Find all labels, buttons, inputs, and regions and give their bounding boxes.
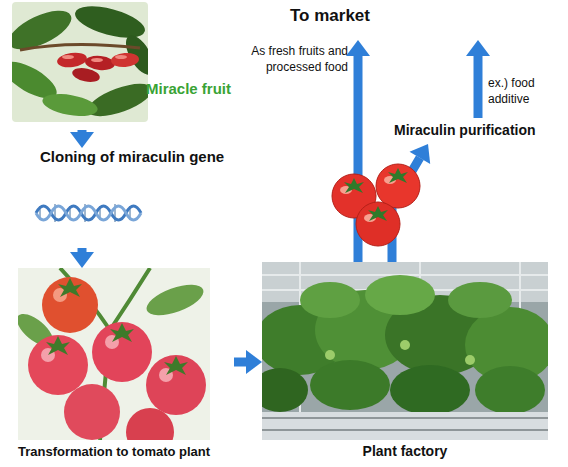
miracle-fruit-photo-part bbox=[41, 90, 100, 119]
flow-arrow bbox=[70, 248, 94, 268]
plant-factory-photo-part bbox=[365, 275, 435, 315]
tomato-fruits-part bbox=[376, 164, 420, 208]
plant-factory-photo-part bbox=[325, 350, 335, 360]
dna-helix-part bbox=[36, 206, 141, 220]
arrow-head bbox=[70, 252, 94, 268]
miracle-fruit-photo bbox=[12, 2, 148, 122]
plant-factory-photo-part bbox=[262, 412, 548, 440]
node-caption: Miracle fruit bbox=[146, 80, 231, 98]
arrow-shaft bbox=[474, 56, 483, 118]
arrow-head bbox=[70, 132, 94, 148]
plant-factory-photo-part bbox=[390, 365, 470, 415]
tomato-plant-photo-part bbox=[146, 355, 206, 415]
tomato-fruits-part bbox=[388, 168, 408, 183]
miracle-fruit-photo-part bbox=[71, 66, 101, 85]
node-caption: Plant factory bbox=[363, 443, 448, 460]
arrow-head bbox=[246, 350, 262, 374]
flow-arrow bbox=[234, 350, 262, 374]
plant-factory-photo-part bbox=[448, 282, 512, 318]
plant-factory-photo bbox=[262, 262, 548, 440]
dna-helix-part bbox=[36, 206, 141, 220]
arrow-head bbox=[410, 144, 431, 164]
arrow-head bbox=[466, 40, 490, 56]
miracle-fruit-photo-part bbox=[56, 51, 88, 69]
plant-factory-node: Plant factory bbox=[262, 262, 548, 462]
miracle-fruit-photo-part bbox=[20, 44, 140, 50]
tomato-plant-photo-part bbox=[143, 278, 208, 321]
market-node: To market bbox=[288, 4, 500, 40]
miracle-fruit-photo-part bbox=[111, 52, 140, 68]
tomato-fruits-part bbox=[356, 202, 400, 246]
tomato-plant-photo-part bbox=[28, 335, 88, 395]
plant-factory-photo-part bbox=[400, 340, 410, 350]
plant-factory-photo-part bbox=[310, 360, 390, 410]
flow-arrow bbox=[466, 40, 490, 118]
arrow-shaft bbox=[234, 358, 246, 367]
edge-label: ex.) food additive bbox=[488, 76, 564, 107]
plant-factory-photo-part bbox=[465, 355, 475, 365]
tomato-fruits-part bbox=[344, 178, 364, 193]
arrow-shaft bbox=[78, 130, 87, 132]
node-caption: To market bbox=[290, 6, 370, 26]
tomato-plant-photo-part bbox=[126, 408, 174, 440]
miracle-fruit-photo-part bbox=[115, 55, 127, 59]
arrow-shaft bbox=[78, 248, 87, 252]
edge-label: As fresh fruits and processed food bbox=[236, 44, 348, 75]
tomato-plant-photo-part bbox=[92, 322, 152, 382]
miracle-fruit-photo-part bbox=[84, 77, 148, 122]
tomato-plant-photo-part bbox=[64, 384, 120, 440]
node-caption: Transformation to tomato plant bbox=[18, 444, 210, 460]
purification-node: Miraculin purification bbox=[392, 118, 542, 144]
flow-arrow bbox=[70, 130, 94, 148]
tomato-plant-photo-part bbox=[42, 277, 98, 333]
dna-helix bbox=[36, 204, 141, 222]
miracle-fruit-photo-part bbox=[91, 58, 103, 62]
tomato-plant-photo-part bbox=[18, 268, 210, 440]
plant-factory-photo-part bbox=[262, 368, 308, 412]
miracle-fruit-photo-part bbox=[62, 55, 74, 59]
cloning-node: Cloning of miraculin gene bbox=[36, 148, 236, 248]
tomato-fruits-part bbox=[368, 206, 388, 221]
node-caption: Cloning of miraculin gene bbox=[40, 148, 224, 166]
tomato-plant-photo-part bbox=[46, 336, 70, 355]
miracle-fruit-node: Miracle fruit bbox=[12, 2, 252, 130]
miracle-fruit-photo-part bbox=[84, 54, 115, 71]
plant-factory-photo-part bbox=[262, 418, 548, 430]
tomato-plant-node: Transformation to tomato plant bbox=[16, 268, 234, 462]
tomato-fruits bbox=[332, 164, 420, 246]
tomato-plant-photo-part bbox=[110, 323, 134, 342]
plant-factory-photo-part bbox=[475, 366, 545, 414]
plant-factory-photo-part bbox=[300, 282, 360, 318]
tomato-plant-photo-part bbox=[58, 278, 82, 297]
node-caption: Miraculin purification bbox=[394, 122, 536, 139]
tomato-plant-photo bbox=[18, 268, 210, 440]
arrow-head bbox=[346, 40, 370, 56]
tomato-plant-photo-part bbox=[164, 356, 188, 375]
